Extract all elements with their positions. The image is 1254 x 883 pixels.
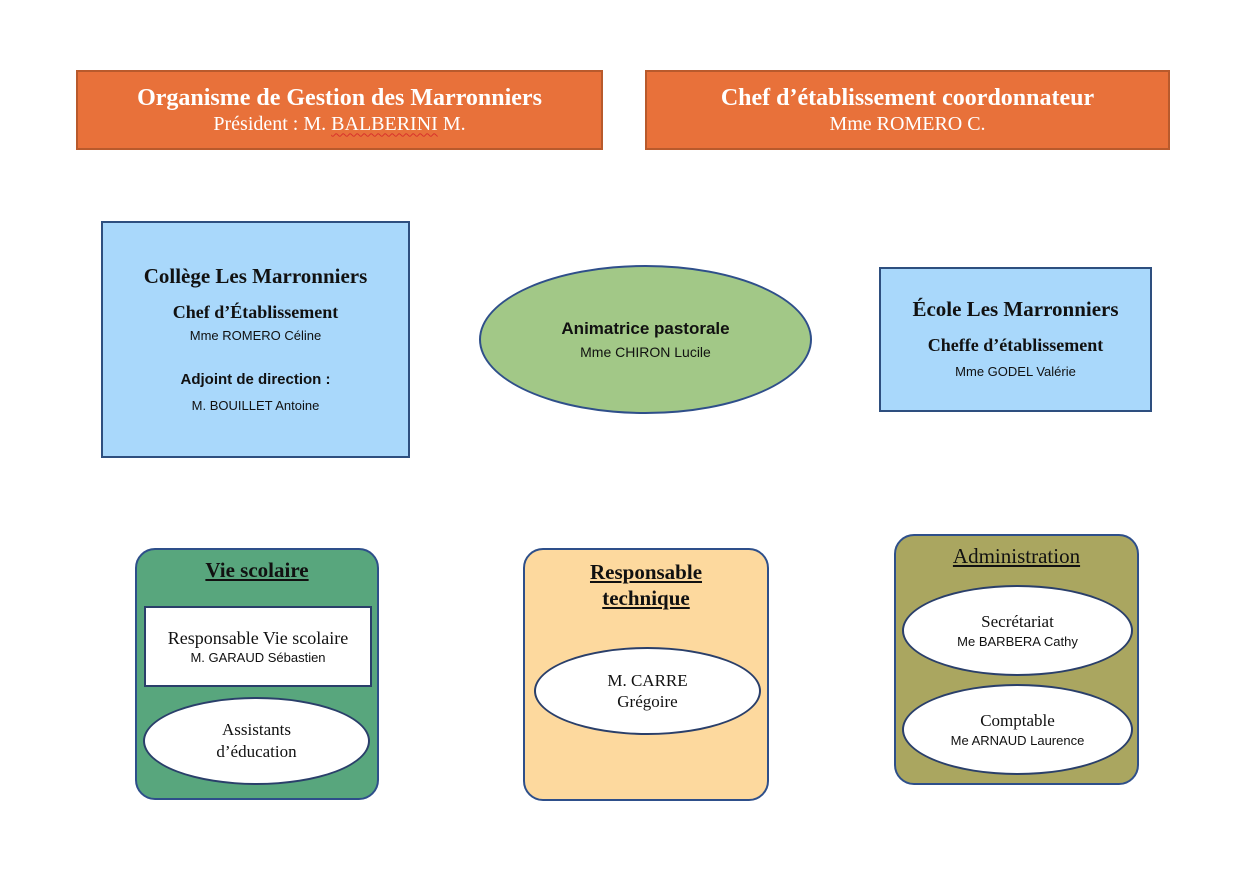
secretariat-name: Me BARBERA Cathy bbox=[957, 633, 1078, 649]
ecole-box: École Les Marronniers Cheffe d’établisse… bbox=[879, 267, 1152, 412]
vie-scolaire-title: Vie scolaire bbox=[205, 558, 309, 582]
pastorale-ellipse: Animatrice pastorale Mme CHIRON Lucile bbox=[479, 265, 812, 414]
pastorale-title: Animatrice pastorale bbox=[561, 318, 730, 338]
college-title: Collège Les Marronniers bbox=[143, 264, 368, 288]
comptable-name: Me ARNAUD Laurence bbox=[950, 732, 1085, 748]
ecole-name: Mme GODEL Valérie bbox=[955, 364, 1076, 379]
assistants-line1: Assistants bbox=[222, 720, 291, 739]
pastorale-name: Mme CHIRON Lucile bbox=[580, 343, 711, 360]
ogec-box: Organisme de Gestion des Marronniers Pré… bbox=[76, 70, 603, 150]
secretariat-label: Secrétariat bbox=[981, 611, 1054, 631]
technique-title-line2: technique bbox=[602, 586, 690, 610]
assistants-ellipse: Assistants d’éducation bbox=[143, 697, 370, 785]
ogec-title: Organisme de Gestion des Marronniers bbox=[137, 84, 542, 111]
ecole-title: École Les Marronniers bbox=[912, 297, 1119, 321]
assistants-line2: d’éducation bbox=[216, 742, 297, 761]
ecole-role: Cheffe d’établissement bbox=[927, 335, 1104, 355]
ogec-president-name: BALBERINI bbox=[331, 112, 438, 135]
technique-ellipse: M. CARRE Grégoire bbox=[534, 647, 761, 735]
comptable-label: Comptable bbox=[980, 710, 1055, 730]
coordinator-title: Chef d’établissement coordonnateur bbox=[720, 84, 1095, 111]
technique-name-line2: Grégoire bbox=[617, 692, 678, 711]
college-adjoint-name: M. BOUILLET Antoine bbox=[191, 398, 320, 413]
secretariat-ellipse: Secrétariat Me BARBERA Cathy bbox=[902, 585, 1133, 676]
college-box: Collège Les Marronniers Chef d’Établisse… bbox=[101, 221, 410, 458]
administration-title: Administration bbox=[952, 544, 1081, 568]
ogec-president: Président : M. BALBERINI M. bbox=[213, 112, 466, 135]
coordinator-box: Chef d’établissement coordonnateur Mme R… bbox=[645, 70, 1170, 150]
comptable-ellipse: Comptable Me ARNAUD Laurence bbox=[902, 684, 1133, 775]
vie-scolaire-responsable-name: M. GARAUD Sébastien bbox=[190, 649, 326, 665]
technique-name-line1: M. CARRE bbox=[607, 671, 688, 690]
college-role-adjoint: Adjoint de direction : bbox=[180, 371, 331, 388]
coordinator-name: Mme ROMERO C. bbox=[829, 112, 986, 135]
vie-scolaire-panel: Vie scolaire Responsable Vie scolaire M.… bbox=[135, 548, 379, 800]
administration-panel: Administration Secrétariat Me BARBERA Ca… bbox=[894, 534, 1139, 785]
technique-panel: Responsable technique M. CARRE Grégoire bbox=[523, 548, 769, 801]
vie-scolaire-responsable-box: Responsable Vie scolaire M. GARAUD Sébas… bbox=[144, 606, 372, 687]
college-role-chef: Chef d’Établissement bbox=[172, 302, 339, 322]
technique-title-line1: Responsable bbox=[589, 560, 703, 584]
college-chef-name: Mme ROMERO Céline bbox=[189, 328, 322, 343]
vie-scolaire-responsable-title: Responsable Vie scolaire bbox=[167, 627, 349, 648]
